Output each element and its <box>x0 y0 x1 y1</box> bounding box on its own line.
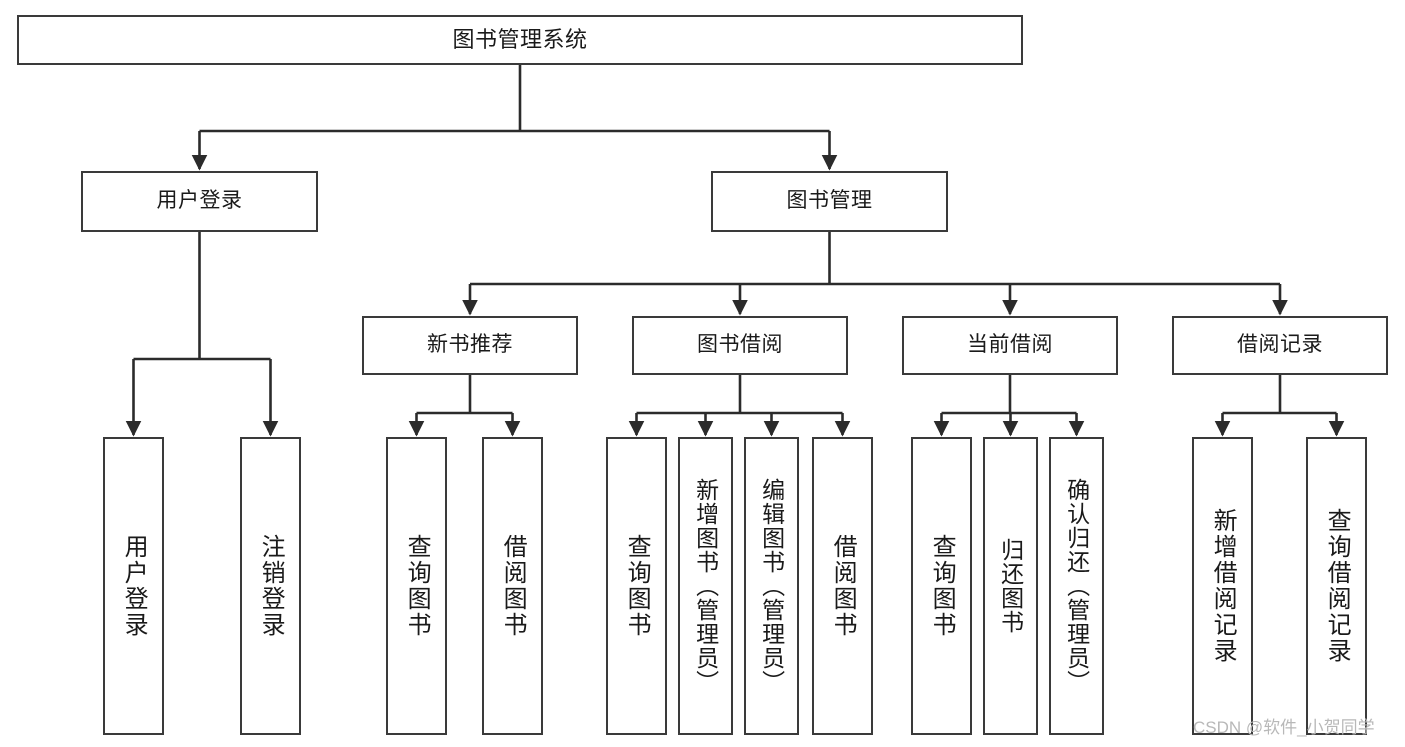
leaf-logout-label: 注销登录 <box>257 534 285 638</box>
node-book-management-label: 图书管理 <box>786 189 873 213</box>
leaf-query-book-borrow[interactable]: 查询图书 <box>606 437 667 735</box>
leaf-logout[interactable]: 注销登录 <box>240 437 301 735</box>
node-new-book-recommend-label: 新书推荐 <box>427 333 513 357</box>
leaf-borrow-book-recommend[interactable]: 借阅图书 <box>482 437 543 735</box>
leaf-query-book-borrow-label: 查询图书 <box>623 534 651 638</box>
leaf-edit-book-admin[interactable]: 编辑图书（管理员） <box>744 437 799 735</box>
leaf-query-borrow-record-label: 查询借阅记录 <box>1323 508 1351 664</box>
leaf-confirm-return-admin[interactable]: 确认归还（管理员） <box>1049 437 1104 735</box>
leaf-add-book-admin-label: 新增图书（管理员） <box>692 478 719 694</box>
leaf-add-book-admin[interactable]: 新增图书（管理员） <box>678 437 733 735</box>
node-root-label: 图书管理系统 <box>452 27 588 53</box>
node-current-borrow[interactable]: 当前借阅 <box>902 316 1118 375</box>
leaf-edit-book-admin-label: 编辑图书（管理员） <box>758 478 785 694</box>
node-new-book-recommend[interactable]: 新书推荐 <box>362 316 578 375</box>
watermark: CSDN @软件_小贺同学 <box>1193 718 1375 737</box>
leaf-user-login-label: 用户登录 <box>120 534 148 638</box>
node-book-borrow[interactable]: 图书借阅 <box>632 316 848 375</box>
leaf-add-borrow-record-label: 新增借阅记录 <box>1209 508 1237 664</box>
leaf-user-login[interactable]: 用户登录 <box>103 437 164 735</box>
leaf-borrow-book-borrow-label: 借阅图书 <box>829 534 857 638</box>
leaf-add-borrow-record[interactable]: 新增借阅记录 <box>1192 437 1253 735</box>
leaf-borrow-book-recommend-label: 借阅图书 <box>499 534 527 638</box>
leaf-return-book[interactable]: 归还图书 <box>983 437 1038 735</box>
leaf-query-book-recommend-label: 查询图书 <box>403 534 431 638</box>
node-root[interactable]: 图书管理系统 <box>17 15 1023 65</box>
node-book-management[interactable]: 图书管理 <box>711 171 948 232</box>
node-borrow-record-label: 借阅记录 <box>1237 333 1323 357</box>
node-user-login[interactable]: 用户登录 <box>81 171 318 232</box>
node-current-borrow-label: 当前借阅 <box>967 333 1053 357</box>
node-book-borrow-label: 图书借阅 <box>697 333 783 357</box>
leaf-confirm-return-admin-label: 确认归还（管理员） <box>1063 478 1090 694</box>
node-user-login-label: 用户登录 <box>156 189 243 213</box>
leaf-borrow-book-borrow[interactable]: 借阅图书 <box>812 437 873 735</box>
leaf-return-book-label: 归还图书 <box>997 538 1024 634</box>
leaf-query-book-recommend[interactable]: 查询图书 <box>386 437 447 735</box>
edge-paths <box>125 65 1345 437</box>
leaf-query-book-current-label: 查询图书 <box>928 534 956 638</box>
node-borrow-record[interactable]: 借阅记录 <box>1172 316 1388 375</box>
leaf-query-book-current[interactable]: 查询图书 <box>911 437 972 735</box>
leaf-query-borrow-record[interactable]: 查询借阅记录 <box>1306 437 1367 735</box>
